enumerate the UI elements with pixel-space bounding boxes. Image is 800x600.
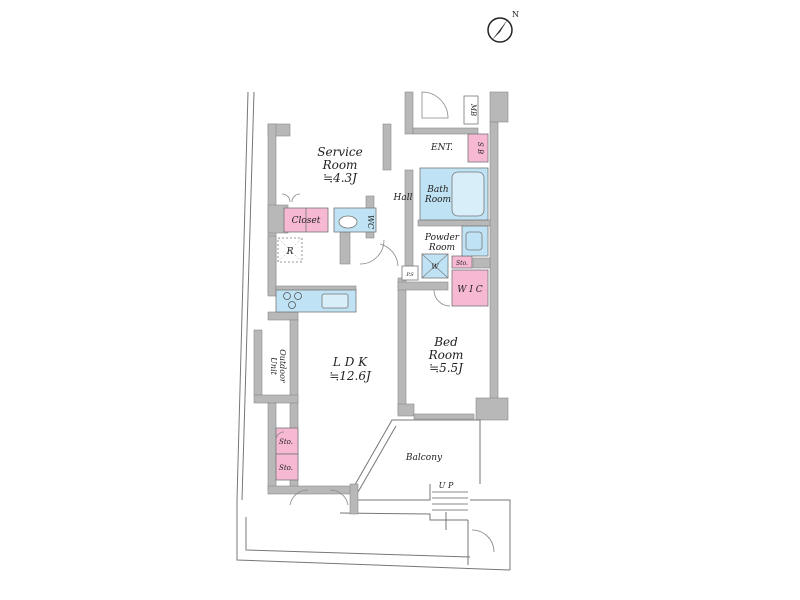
powder-room-name-2: Room [428,243,455,253]
closet-label: Closet [292,216,321,226]
bed-room-name-2: Room [428,348,464,362]
meter-box [463,95,479,125]
room-labels: Service Room ≒4.3J L D K ≒12.6J Bed Room… [292,143,483,463]
door-swings [275,91,495,553]
balcony-outline [349,419,481,515]
bath-room-name-2: Room [424,195,451,205]
sb-label: S B [476,142,484,154]
powder-room-name-1: Powder [424,233,460,243]
ldk-name: L D K [332,355,368,369]
balcony-label: Balcony [405,453,443,463]
site-outline [236,91,511,571]
stairs [432,491,468,530]
wet-area-fixtures [275,167,489,313]
outdoor-unit-label-1: Outdoor [278,349,287,384]
wic-label: W I C [457,285,483,295]
compass: N [487,10,519,43]
bed-room-area: ≒5.5J [429,361,464,375]
ldk-storage-2 [275,453,299,481]
hall-label: Hall [393,193,413,203]
wc-label: WC [366,215,375,229]
north-arrow-icon [492,19,508,40]
service-room-name-1: Service [317,145,363,159]
shoe-box [467,133,489,163]
fixture-labels: MB S B R P.S W Sto. Sto. Sto. Outdoor Un… [269,95,484,490]
bed-room-name-1: Bed [433,335,458,349]
refrigerator-space [277,237,303,263]
small-storage-label: Sto. [456,260,468,267]
ldk-storage-1-label: Sto. [279,438,293,446]
walk-in-closet [451,269,489,307]
entrance-label: ENT. [430,143,453,153]
ldk-area: ≒12.6J [329,369,372,383]
mb-label: MB [469,103,477,116]
storage-fixtures [275,133,489,481]
stove-icon [283,292,302,309]
ps-label: P.S [405,272,414,278]
bath-room-name-1: Bath [426,185,448,195]
pipe-space [401,265,419,281]
sink-icon [321,293,349,309]
washer-label: W [431,263,439,271]
ldk-storage-2-label: Sto. [279,464,293,472]
toilet-icon [338,215,358,229]
refrigerator-label: R [286,247,294,257]
compass-circle [487,17,513,43]
service-room-area: ≒4.3J [323,171,358,185]
north-label: N [512,10,519,19]
stair-up-label: U P [439,481,454,490]
outdoor-unit-label-2: Unit [269,357,278,375]
service-room-name-2: Room [322,158,358,172]
